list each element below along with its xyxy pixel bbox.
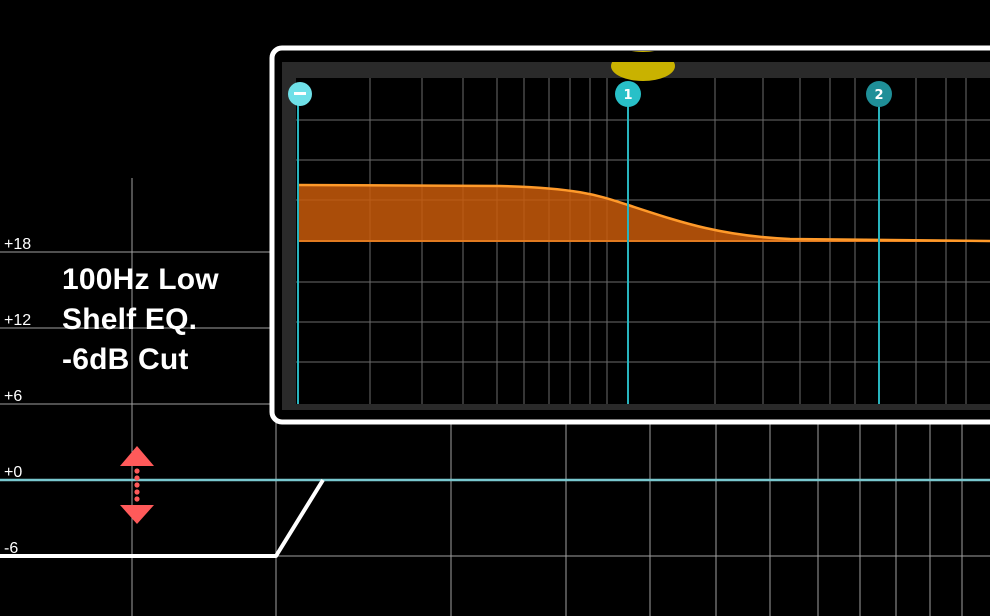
caption-line-3: -6dB Cut	[62, 343, 189, 376]
eq-inset-panel: 1 2	[269, 45, 990, 425]
y-label-plus18: +18	[4, 236, 31, 253]
low-shelf-curve	[0, 478, 325, 558]
double-arrow-icon	[120, 446, 154, 524]
y-label-minus6: -6	[4, 540, 18, 557]
caption-line-2: Shelf EQ.	[62, 303, 198, 336]
y-axis-labels: +18 +12 +6 +0 -6	[4, 236, 31, 557]
caption-line-1: 100Hz Low	[62, 263, 219, 296]
y-label-zero: +0	[4, 464, 22, 481]
eq-node-1[interactable]: 1	[615, 81, 641, 107]
handle-low-icon	[294, 92, 306, 95]
node-2-label: 2	[874, 88, 883, 103]
node-1-label: 1	[623, 88, 632, 103]
eq-caption: 100Hz Low Shelf EQ. -6dB Cut	[62, 260, 219, 380]
eq-shelf-fill	[298, 185, 990, 241]
y-label-plus6: +6	[4, 388, 22, 405]
eq-node-2[interactable]: 2	[866, 81, 892, 107]
y-label-plus12: +12	[4, 312, 31, 329]
eq-node-low[interactable]	[288, 82, 312, 106]
